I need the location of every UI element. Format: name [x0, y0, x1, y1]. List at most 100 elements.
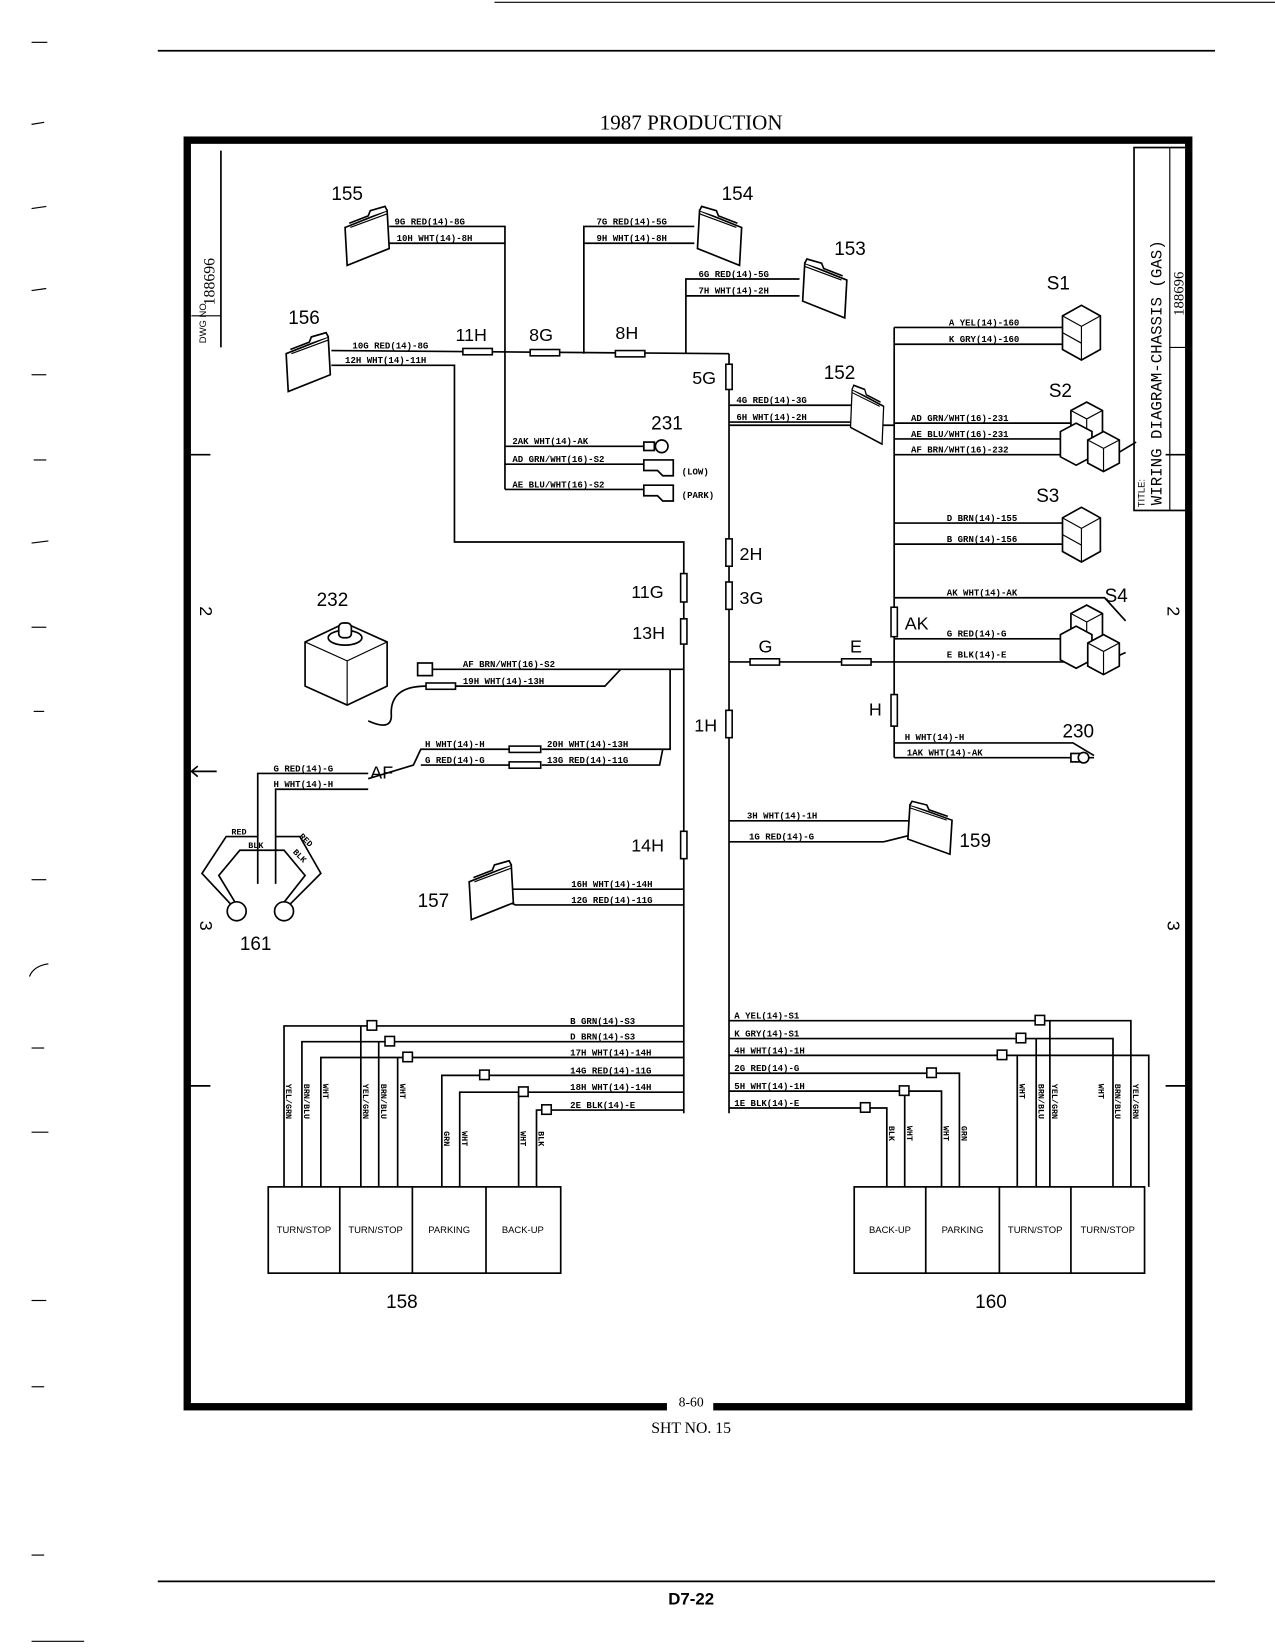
page-number: D7-22 — [668, 1590, 714, 1609]
wire-label: 7H WHT(14)-2H — [699, 286, 769, 297]
label-231: 231 — [651, 413, 683, 434]
box-label: TURN/STOP — [1081, 1225, 1135, 1236]
left-drawing-number: 188696 — [202, 258, 219, 305]
wire-label: AF BRN/WHT(16)-232 — [911, 445, 1009, 456]
splice-ak: AK — [905, 613, 929, 633]
switch-s2 — [1059, 401, 1121, 473]
splice-e: E — [850, 636, 862, 656]
title-block-title: WIRING DIAGRAM-CHASSIS (GAS) — [1148, 240, 1166, 505]
label-232: 232 — [317, 590, 349, 611]
wire-label: BLK — [290, 847, 308, 865]
wire-label: 5H WHT(14)-1H — [734, 1081, 804, 1092]
wire-label: H WHT(14)-H — [425, 739, 485, 750]
wire-label: AE BLU/WHT(16)-S2 — [512, 479, 604, 490]
splice-8h: 8H — [615, 323, 638, 343]
wire-label: 3H WHT(14)-1H — [747, 811, 817, 822]
splice-11g: 11G — [631, 582, 663, 602]
label-s2: S2 — [1049, 381, 1072, 402]
label-158: 158 — [386, 1292, 418, 1313]
wire-label: 1AK WHT(14)-AK — [907, 748, 983, 759]
wire-label: H WHT(14)-H — [274, 779, 334, 790]
splice-11h: 11H — [456, 325, 487, 345]
wire-label: D BRN(14)-155 — [947, 513, 1017, 524]
page-ref: 8-60 — [679, 1395, 704, 1410]
lamp-159 — [907, 800, 953, 856]
lamp-155 — [344, 205, 391, 267]
label-156: 156 — [288, 308, 320, 329]
zone-left-3: 3 — [196, 921, 216, 931]
wire-label: RED — [231, 827, 246, 837]
wire-color: YEL/GRN — [1130, 1084, 1140, 1119]
wire-color: WHT — [904, 1126, 914, 1141]
wire-color: WHT — [518, 1131, 528, 1146]
splice-14h: 14H — [631, 835, 664, 855]
box-label: BACK-UP — [502, 1225, 544, 1236]
zone-right-3: 3 — [1164, 921, 1184, 931]
wire-color: WHT — [397, 1084, 407, 1099]
zone-left-2: 2 — [196, 606, 216, 616]
lamp-157 — [468, 859, 515, 921]
frame-gap — [666, 1395, 714, 1413]
label-159: 159 — [959, 831, 991, 852]
wire-label: 2E BLK(14)-E — [570, 1100, 636, 1111]
lamp-153 — [801, 258, 848, 319]
wire-color: YEL/GRN — [1049, 1084, 1059, 1119]
wire-color: GRN — [441, 1131, 451, 1146]
wire-label: 17H WHT(14)-14H — [570, 1047, 651, 1058]
splice-2h: 2H — [740, 544, 763, 564]
label-s1: S1 — [1047, 274, 1070, 295]
wire-label: 2G RED(14)-G — [734, 1063, 799, 1074]
lamp-158-labels: TURN/STOP TURN/STOP PARKING BACK-UP YEL/… — [277, 1084, 546, 1236]
wire-color: WHT — [459, 1131, 469, 1146]
wire-label: 20H WHT(14)-13H — [547, 739, 628, 750]
harness-lines — [200, 225, 1150, 1187]
splice-1h: 1H — [694, 715, 717, 735]
wire-label: 2AK WHT(14)-AK — [512, 436, 588, 447]
wire-label: 18H WHT(14)-14H — [570, 1082, 651, 1093]
splice-af: AF — [370, 763, 393, 783]
wire-label: H WHT(14)-H — [905, 732, 965, 743]
wire-label: E BLK(14)-E — [947, 650, 1007, 661]
label-160: 160 — [975, 1292, 1007, 1313]
wire-color: BRN/BLU — [301, 1084, 311, 1119]
label-155: 155 — [331, 184, 363, 205]
wire-color: WHT — [941, 1126, 951, 1141]
wire-label: A YEL(14)-160 — [949, 317, 1019, 328]
zone-right-2: 2 — [1164, 606, 1184, 616]
splice-8g: 8G — [529, 325, 553, 345]
wire-label: 9G RED(14)-8G — [394, 216, 464, 227]
wire-label: AD GRN/WHT(16)-S2 — [512, 454, 604, 465]
wire-label: AD GRN/WHT(16)-231 — [911, 413, 1009, 424]
wire-label: G RED(14)-G — [947, 629, 1007, 640]
switch-s3 — [1061, 506, 1102, 563]
label-park: (PARK) — [682, 490, 715, 501]
splice-markers — [366, 347, 1046, 1116]
page-title: 1987 PRODUCTION — [600, 111, 783, 135]
wire-label: K GRY(14)-160 — [949, 334, 1019, 345]
zone-markers: 2 3 2 3 — [187, 453, 1189, 1087]
lamp-156 — [285, 331, 332, 393]
label-s4: S4 — [1105, 586, 1128, 607]
title-label: TITLE: — [1137, 479, 1148, 507]
box-label: PARKING — [942, 1225, 984, 1236]
box-label: PARKING — [428, 1225, 470, 1236]
wire-label: 4G RED(14)-3G — [736, 395, 806, 406]
page-chrome — [28, 1, 1275, 1642]
splice-5g: 5G — [692, 368, 716, 388]
wire-label: 1G RED(14)-G — [749, 832, 814, 843]
wire-label: 10G RED(14)-8G — [352, 340, 428, 351]
label-s3: S3 — [1036, 486, 1059, 507]
label-154: 154 — [722, 184, 754, 205]
wire-label: 1E BLK(14)-E — [734, 1098, 800, 1109]
switch-s4 — [1059, 604, 1121, 676]
wire-label: B GRN(14)-156 — [947, 534, 1017, 545]
wire-label: B GRN(14)-S3 — [570, 1016, 635, 1027]
wire-color: BRN/BLU — [378, 1084, 388, 1119]
wire-label: 7G RED(14)-5G — [596, 216, 666, 227]
label-low: (LOW) — [682, 467, 709, 478]
wire-label: 19H WHT(14)-13H — [463, 676, 544, 687]
component-symbols — [226, 205, 1146, 1274]
wire-color: BLK — [886, 1126, 896, 1142]
wire-color: WHT — [1016, 1084, 1026, 1099]
